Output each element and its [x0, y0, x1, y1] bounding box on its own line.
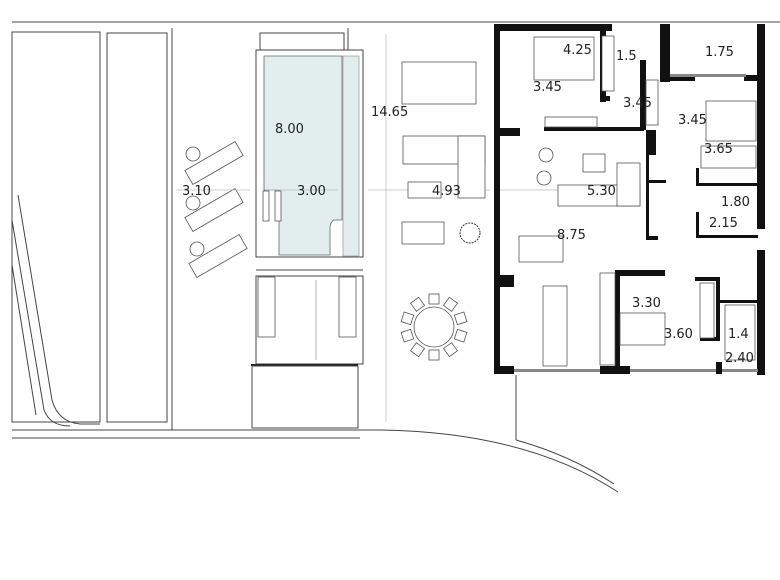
dim-bath3-width: 1.4 — [728, 327, 749, 342]
dim-lawn-width: 3.10 — [182, 184, 211, 199]
chair — [442, 342, 459, 358]
dim-bath2-depth: 1.80 — [721, 195, 750, 210]
chair — [453, 311, 468, 326]
pool — [255, 32, 364, 271]
dim-bath1-width: 1.5 — [616, 49, 637, 64]
dim-patio-width: 4.93 — [432, 184, 461, 199]
dim-bedroom1-depth: 3.45 — [533, 80, 562, 95]
dim-living-width: 5.30 — [587, 184, 616, 199]
chair — [400, 328, 415, 343]
garden-bed — [11, 31, 101, 423]
chair — [453, 328, 468, 343]
chair — [400, 311, 415, 326]
dim-bath2-width: 2.15 — [709, 216, 738, 231]
interior-furniture — [518, 35, 757, 367]
dim-bedroom3-depth: 3.60 — [664, 327, 693, 342]
building-walls — [494, 24, 765, 375]
chair — [409, 296, 426, 312]
dim-bedroom1-width: 4.25 — [563, 43, 592, 58]
garden-bed — [106, 32, 168, 423]
dim-bath1-depth: 3.45 — [623, 96, 652, 111]
site-outline — [11, 21, 780, 493]
chair — [442, 296, 459, 312]
dim-bedroom2-depth: 3.65 — [704, 142, 733, 157]
dim-living-depth: 8.75 — [557, 228, 586, 243]
dim-terrace-depth: 1.75 — [705, 45, 734, 60]
dim-pool-width: 3.00 — [297, 184, 326, 199]
dimension-labels: 4.25 1.5 1.75 3.45 3.45 3.45 3.65 5.30 1… — [182, 43, 754, 366]
chair — [428, 349, 440, 361]
pool-house — [251, 275, 364, 429]
dim-bedroom2-width: 3.45 — [678, 113, 707, 128]
dim-bedroom3-width: 3.30 — [632, 296, 661, 311]
pool-water — [263, 55, 343, 256]
patio-furniture — [400, 61, 486, 361]
sun-loungers — [184, 141, 248, 278]
chair — [409, 342, 426, 358]
dim-pool-length: 8.00 — [275, 122, 304, 137]
dim-site-depth: 14.65 — [371, 105, 408, 120]
dim-bath3-depth: 2.40 — [725, 351, 754, 366]
chair — [428, 293, 440, 305]
